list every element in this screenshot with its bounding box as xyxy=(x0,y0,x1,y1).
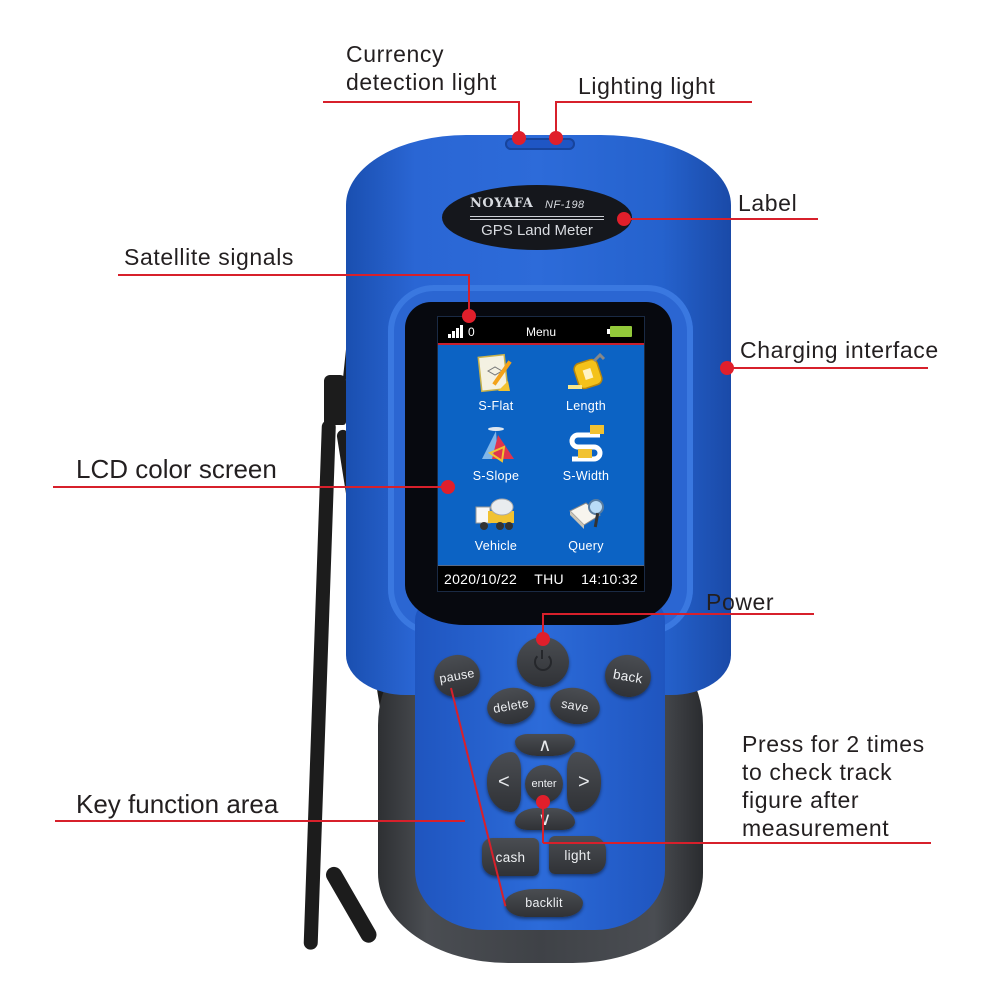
battery-full-icon xyxy=(607,326,632,337)
date-time-bar: 2020/10/22 THU 14:10:32 xyxy=(438,565,644,591)
lcd-screen: 0 Menu S-Flat xyxy=(437,316,645,592)
chevron-right-icon: > xyxy=(578,770,590,793)
callout-line xyxy=(555,101,557,136)
key-label: delete xyxy=(492,695,530,717)
key-label: light xyxy=(564,847,591,863)
menu-item-label: S-Slope xyxy=(472,469,520,483)
brand-name: NOYAFA xyxy=(470,196,534,211)
callout-dot xyxy=(536,795,550,809)
callout-power: Power xyxy=(706,589,775,615)
menu-item-label: Vehicle xyxy=(474,539,518,553)
callout-line xyxy=(542,613,544,637)
menu-item-label: S-Flat xyxy=(478,399,514,413)
callout-line xyxy=(468,274,470,314)
key-label: enter xyxy=(531,778,557,790)
callout-line xyxy=(555,101,752,103)
screen-title: Menu xyxy=(525,325,557,339)
callout-press-note-line2: to check track xyxy=(742,759,893,785)
callout-line xyxy=(542,800,544,843)
callout-line xyxy=(726,367,928,369)
slope-triangle-icon xyxy=(474,423,518,465)
road-width-icon xyxy=(564,423,608,465)
key-label: cash xyxy=(495,849,526,865)
callout-label: Label xyxy=(738,190,798,216)
cash-button[interactable]: cash xyxy=(482,838,539,876)
menu-item-length[interactable]: Length xyxy=(541,352,631,413)
wrist-strap-clip xyxy=(324,375,346,425)
backlit-button[interactable]: backlit xyxy=(505,889,583,917)
time-value: 14:10:32 xyxy=(581,570,638,587)
callout-dot xyxy=(462,309,476,323)
satellite-count: 0 xyxy=(468,325,475,339)
callout-line xyxy=(53,486,449,488)
callout-dot xyxy=(720,361,734,375)
callout-line xyxy=(118,274,470,276)
callout-dot xyxy=(617,212,631,226)
callout-currency-detection-light-line1: Currency xyxy=(346,41,445,67)
mixer-truck-icon xyxy=(474,493,518,535)
wrist-strap-loop-bottom xyxy=(323,864,380,946)
chevron-left-icon: < xyxy=(498,770,510,793)
signal-bars-icon xyxy=(448,325,464,338)
up-arrow-button[interactable]: ∧ xyxy=(515,734,575,756)
model-number: NF-198 xyxy=(545,199,585,211)
callout-charging-interface: Charging interface xyxy=(740,337,939,363)
callout-line xyxy=(543,613,814,615)
callout-line xyxy=(624,218,818,220)
callout-dot xyxy=(441,480,455,494)
chevron-down-icon: ∨ xyxy=(538,808,552,829)
tape-measure-icon xyxy=(564,352,608,395)
product-subtitle: GPS Land Meter xyxy=(481,222,593,239)
key-label: back xyxy=(612,666,644,686)
enter-button[interactable]: enter xyxy=(525,765,563,803)
key-label: pause xyxy=(438,666,476,686)
menu-item-vehicle[interactable]: Vehicle xyxy=(451,493,541,553)
badge-divider xyxy=(470,219,604,220)
callout-currency-detection-light-line2: detection light xyxy=(346,69,497,95)
badge-divider xyxy=(470,216,604,217)
callout-key-function-area: Key function area xyxy=(76,789,279,819)
callout-satellite-signals: Satellite signals xyxy=(124,244,295,270)
down-arrow-button[interactable]: ∨ xyxy=(515,808,575,830)
callout-line xyxy=(323,101,518,103)
key-label: backlit xyxy=(525,896,563,910)
callout-dot xyxy=(549,131,563,145)
notepad-pencil-icon xyxy=(474,353,518,395)
callout-dot xyxy=(536,632,550,646)
book-magnifier-icon xyxy=(564,493,608,535)
chevron-up-icon: ∧ xyxy=(538,734,552,755)
callout-line xyxy=(55,820,465,822)
date-value: 2020/10/22 xyxy=(444,570,518,587)
status-bar: 0 Menu xyxy=(438,317,644,345)
menu-item-label: Query xyxy=(568,539,604,553)
device-label-badge: NOYAFA NF-198 GPS Land Meter xyxy=(442,185,632,250)
menu-item-label: Length xyxy=(565,399,607,413)
menu-item-query[interactable]: Query xyxy=(541,493,631,553)
power-icon xyxy=(534,650,552,671)
key-label: save xyxy=(560,696,590,716)
callout-lcd-color-screen: LCD color screen xyxy=(76,454,277,484)
menu-item-label: S-Width xyxy=(562,469,610,483)
callout-press-note-line3: figure after xyxy=(742,787,860,813)
menu-item-s-slope[interactable]: S-Slope xyxy=(451,423,541,483)
callout-press-note-line4: measurement xyxy=(742,815,890,841)
callout-line xyxy=(518,101,520,136)
callout-dot xyxy=(512,131,526,145)
callout-line xyxy=(543,842,931,844)
callout-press-note-line1: Press for 2 times xyxy=(742,731,925,757)
weekday-value: THU xyxy=(534,570,564,587)
menu-item-s-width[interactable]: S-Width xyxy=(541,423,631,483)
left-arrow-button[interactable]: < xyxy=(487,752,521,812)
menu-item-s-flat[interactable]: S-Flat xyxy=(451,353,541,413)
callout-lighting-light: Lighting light xyxy=(578,73,716,99)
